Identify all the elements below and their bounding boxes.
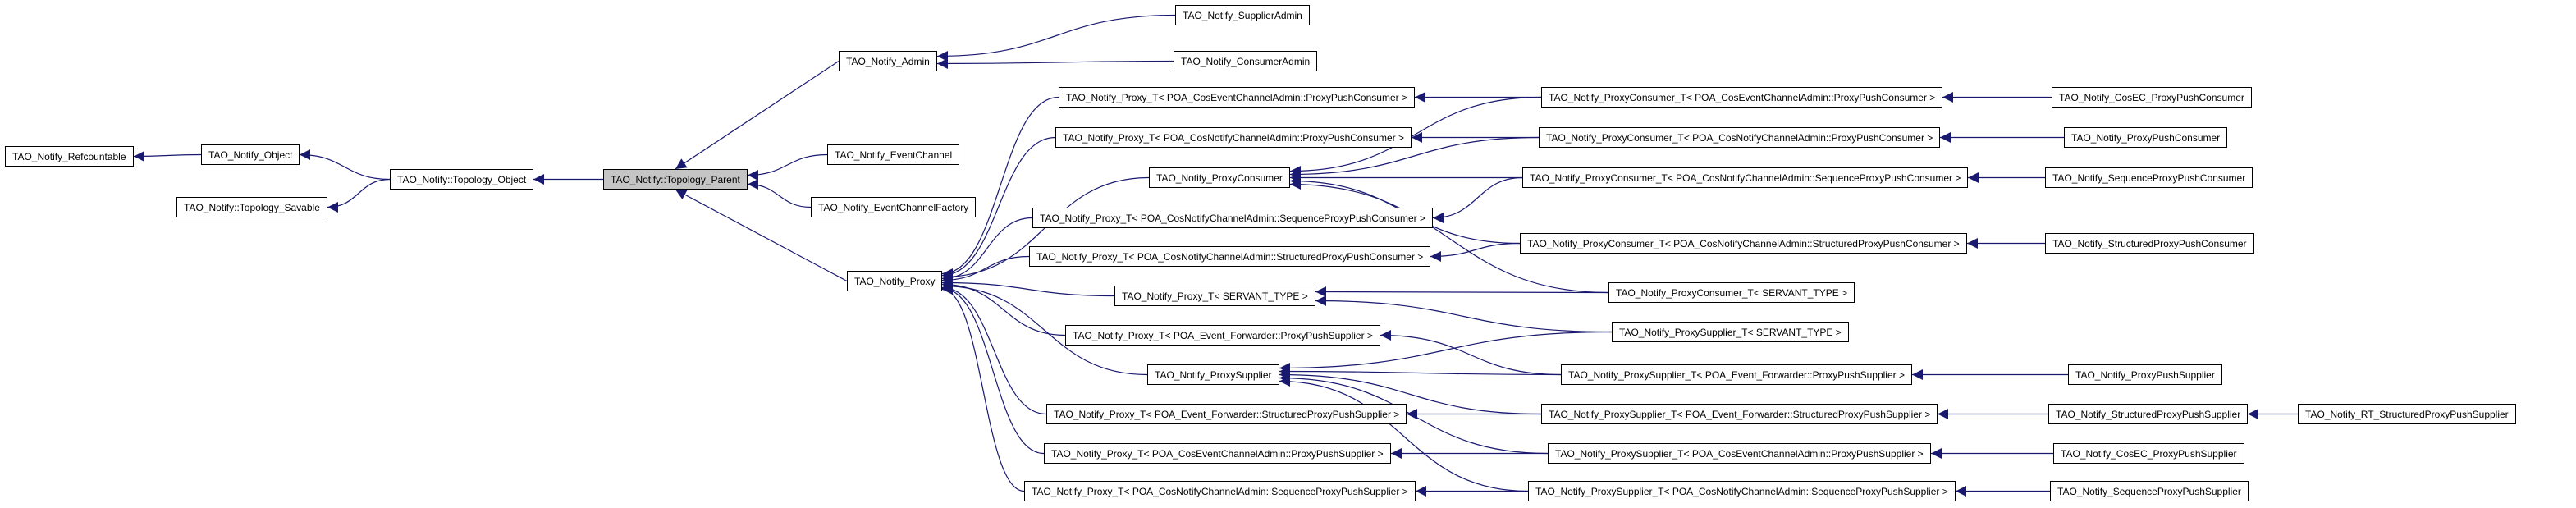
inheritance-edge-ec_factory-to-topo_parent	[747, 178, 812, 208]
inheritance-edge-pt_cosnc_sppc-to-proxy	[941, 217, 1033, 285]
class-node-proxy_consumer[interactable]: TAO_Notify_ProxyConsumer	[1149, 167, 1290, 188]
inheritance-edge-pst_cosnc_spps-to-proxy_supplier	[1279, 375, 1529, 492]
class-node-rt_stpps[interactable]: TAO_Notify_RT_StructuredProxyPushSupplie…	[2298, 404, 2516, 424]
class-node-pt_cosnc_spps[interactable]: TAO_Notify_Proxy_T< POA_CosNotifyChannel…	[1024, 481, 1416, 501]
class-node-pt_cosnc_ppc[interactable]: TAO_Notify_Proxy_T< POA_CosNotifyChannel…	[1055, 127, 1412, 148]
class-node-pct_cosnc_ppc[interactable]: TAO_Notify_ProxyConsumer_T< POA_CosNotif…	[1539, 127, 1941, 148]
class-node-cosec_pps[interactable]: TAO_Notify_CosEC_ProxyPushSupplier	[2053, 443, 2244, 464]
class-node-refcountable[interactable]: TAO_Notify_Refcountable	[5, 146, 134, 167]
inheritance-edge-pt_ef_pps-to-proxy	[941, 278, 1066, 336]
class-node-topo_parent: TAO_Notify::Topology_Parent	[603, 169, 748, 190]
inheritance-edge-proxy-to-topo_parent	[675, 189, 848, 282]
class-node-savable[interactable]: TAO_Notify::Topology_Savable	[176, 197, 327, 217]
class-node-pt_cosec_ppc[interactable]: TAO_Notify_Proxy_T< POA_CosEventChannelA…	[1059, 87, 1415, 108]
inheritance-edge-pct_cosnc_stppc-to-pt_cosnc_stppc	[1430, 242, 1521, 263]
inheritance-edge-topo_object-to-savable	[327, 178, 391, 213]
class-node-cosec_ppc[interactable]: TAO_Notify_CosEC_ProxyPushConsumer	[2052, 87, 2252, 108]
class-node-pst_cosnc_spps[interactable]: TAO_Notify_ProxySupplier_T< POA_CosNotif…	[1528, 481, 1956, 501]
inheritance-edge-pst_ef_stpps-to-proxy_supplier	[1279, 368, 1542, 415]
class-node-pst_ef_stpps[interactable]: TAO_Notify_ProxySupplier_T< POA_Event_Fo…	[1541, 404, 1938, 424]
class-node-consumer_admin[interactable]: TAO_Notify_ConsumerAdmin	[1174, 51, 1318, 71]
class-node-object[interactable]: TAO_Notify_Object	[201, 144, 300, 165]
inheritance-edge-supplier_admin-to-admin	[936, 14, 1176, 62]
class-node-pst_ef_pps[interactable]: TAO_Notify_ProxySupplier_T< POA_Event_Fo…	[1561, 364, 1912, 385]
inheritance-edge-event_channel-to-topo_parent	[747, 153, 828, 181]
class-node-proxy_supplier[interactable]: TAO_Notify_ProxySupplier	[1147, 364, 1279, 385]
inheritance-edge-pst_servant-to-proxy_supplier	[1279, 331, 1613, 374]
class-node-stpps[interactable]: TAO_Notify_StructuredProxyPushSupplier	[2048, 404, 2249, 424]
class-node-pt_cosnc_stppc[interactable]: TAO_Notify_Proxy_T< POA_CosNotifyChannel…	[1029, 246, 1431, 267]
inheritance-edge-pct_cosnc_ppc-to-proxy_consumer	[1289, 136, 1540, 181]
inheritance-edge-proxy_supplier-to-proxy	[941, 280, 1148, 376]
inheritance-edge-admin-to-topo_parent	[675, 60, 840, 170]
inheritance-edge-pst_ef_pps-to-pt_ef_pps	[1380, 329, 1562, 376]
inheritance-edge-pct_servant-to-proxy_consumer	[1289, 178, 1609, 294]
class-node-proxy[interactable]: TAO_Notify_Proxy	[847, 271, 943, 291]
class-node-pct_cosnc_stppc[interactable]: TAO_Notify_ProxyConsumer_T< POA_CosNotif…	[1520, 233, 1967, 254]
class-node-supplier_admin[interactable]: TAO_Notify_SupplierAdmin	[1175, 5, 1310, 25]
class-node-pt_cosec_pps[interactable]: TAO_Notify_Proxy_T< POA_CosEventChannelA…	[1044, 443, 1391, 464]
inheritance-edge-pt_ef_stpps-to-proxy	[941, 281, 1047, 415]
inheritance-edge-pst_ef_pps-to-proxy_supplier	[1279, 365, 1562, 378]
class-node-pt_servant[interactable]: TAO_Notify_Proxy_T< SERVANT_TYPE >	[1114, 286, 1315, 306]
class-node-pt_cosnc_sppc[interactable]: TAO_Notify_Proxy_T< POA_CosNotifyChannel…	[1032, 208, 1433, 228]
class-node-pst_cosec_pps[interactable]: TAO_Notify_ProxySupplier_T< POA_CosEvent…	[1548, 443, 1931, 464]
inheritance-edge-pct_servant-to-pt_servant	[1315, 286, 1609, 298]
class-node-pct_servant[interactable]: TAO_Notify_ProxyConsumer_T< SERVANT_TYPE…	[1608, 282, 1855, 303]
class-node-pct_cosnc_sppc[interactable]: TAO_Notify_ProxyConsumer_T< POA_CosNotif…	[1522, 167, 1969, 188]
class-node-event_channel[interactable]: TAO_Notify_EventChannel	[827, 144, 960, 165]
inheritance-edge-pct_cosnc_sppc-to-pt_cosnc_sppc	[1432, 176, 1523, 224]
class-node-topo_object[interactable]: TAO_Notify::Topology_Object	[390, 169, 534, 190]
class-node-pst_servant[interactable]: TAO_Notify_ProxySupplier_T< SERVANT_TYPE…	[1612, 322, 1849, 342]
class-node-spps[interactable]: TAO_Notify_SequenceProxyPushSupplier	[2050, 481, 2249, 501]
inheritance-edge-object-to-refcountable	[133, 150, 202, 162]
class-node-pps[interactable]: TAO_Notify_ProxyPushSupplier	[2068, 364, 2222, 385]
inheritance-edge-pt_cosnc_stppc-to-proxy	[941, 255, 1030, 286]
inheritance-edge-topo_object-to-object	[299, 149, 391, 181]
inheritance-edge-pst_servant-to-pt_servant	[1315, 295, 1613, 333]
class-node-sppc[interactable]: TAO_Notify_SequenceProxyPushConsumer	[2045, 167, 2253, 188]
class-node-pt_ef_stpps[interactable]: TAO_Notify_Proxy_T< POA_Event_Forwarder:…	[1046, 404, 1407, 424]
inheritance-edge-pst_cosec_pps-to-proxy_supplier	[1279, 372, 1549, 455]
class-node-admin[interactable]: TAO_Notify_Admin	[839, 51, 937, 71]
inheritance-edge-consumer_admin-to-admin	[936, 57, 1174, 70]
class-node-pct_cosec_ppc[interactable]: TAO_Notify_ProxyConsumer_T< POA_CosEvent…	[1541, 87, 1943, 108]
class-node-ec_factory[interactable]: TAO_Notify_EventChannelFactory	[811, 197, 977, 217]
class-node-pt_ef_pps[interactable]: TAO_Notify_Proxy_T< POA_Event_Forwarder:…	[1065, 325, 1380, 346]
class-node-ppc[interactable]: TAO_Notify_ProxyPushConsumer	[2064, 127, 2228, 148]
inheritance-edge-pt_servant-to-proxy	[941, 277, 1115, 297]
inheritance-edge-pt_cosnc_ppc-to-proxy	[941, 136, 1056, 281]
inheritance-edge-pt_cosnc_spps-to-proxy	[941, 283, 1025, 492]
inheritance-edge-pt_cosec_ppc-to-proxy	[941, 96, 1059, 280]
class-node-stppc[interactable]: TAO_Notify_StructuredProxyPushConsumer	[2045, 233, 2254, 254]
inheritance-edge-pt_cosec_pps-to-proxy	[941, 282, 1045, 455]
